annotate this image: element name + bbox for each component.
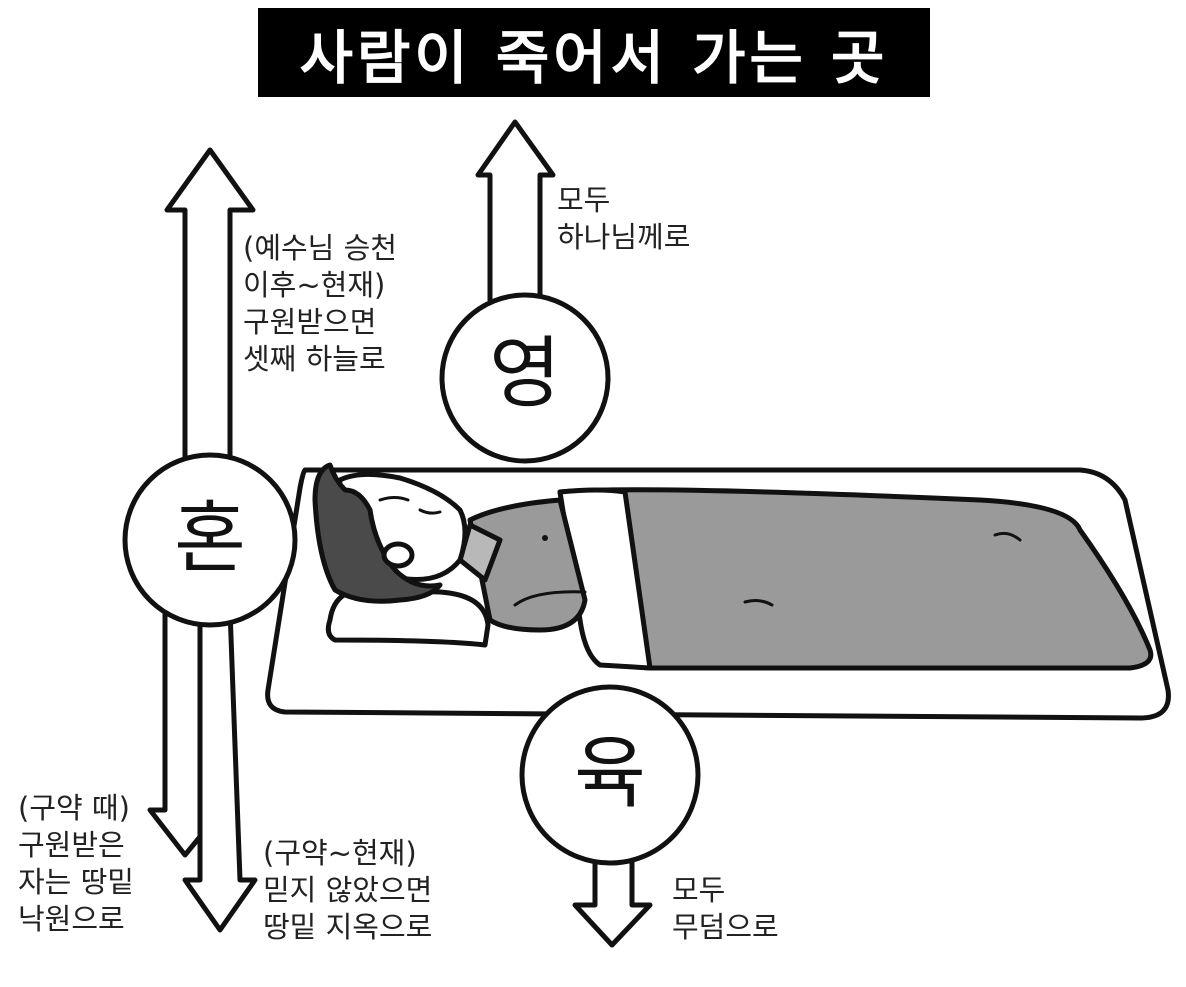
torso	[467, 497, 588, 633]
blanket-crease-1	[743, 599, 774, 607]
brow	[378, 496, 410, 502]
soul-char: 혼	[174, 494, 246, 584]
eye	[418, 508, 442, 515]
ear	[381, 541, 415, 569]
page-title: 사람이 죽어서 가는 곳	[299, 23, 889, 92]
body-destination-label: 모두 무덤으로	[672, 873, 779, 944]
body-char: 육	[574, 729, 646, 819]
sleeve-line	[513, 590, 587, 607]
body-circle	[519, 684, 701, 866]
spirit-circle	[439, 292, 611, 464]
spirit-up-arrow	[475, 119, 556, 303]
hair	[312, 462, 443, 604]
title-banner: 사람이 죽어서 가는 곳	[258, 8, 930, 97]
blanket-fold	[557, 487, 653, 671]
button	[542, 535, 548, 541]
soul-ot-saved-label: (구약 때) 구원받은 자는 땅밑 낙원으로	[18, 791, 134, 936]
soul-down-arrow-right	[182, 607, 258, 933]
soul-up-arrow	[164, 147, 256, 473]
blanket-crease-2	[993, 531, 1022, 542]
spirit-destination-label: 모두 하나님께로	[557, 183, 691, 254]
soul-circle	[122, 452, 298, 628]
soul-upward-label: (예수님 승천 이후~현재) 구원받으면 셋째 하늘로	[243, 231, 397, 376]
soul-unsaved-label: (구약~현재) 믿지 않았으면 땅밑 지옥으로	[263, 836, 433, 944]
spirit-char: 영	[489, 329, 561, 419]
